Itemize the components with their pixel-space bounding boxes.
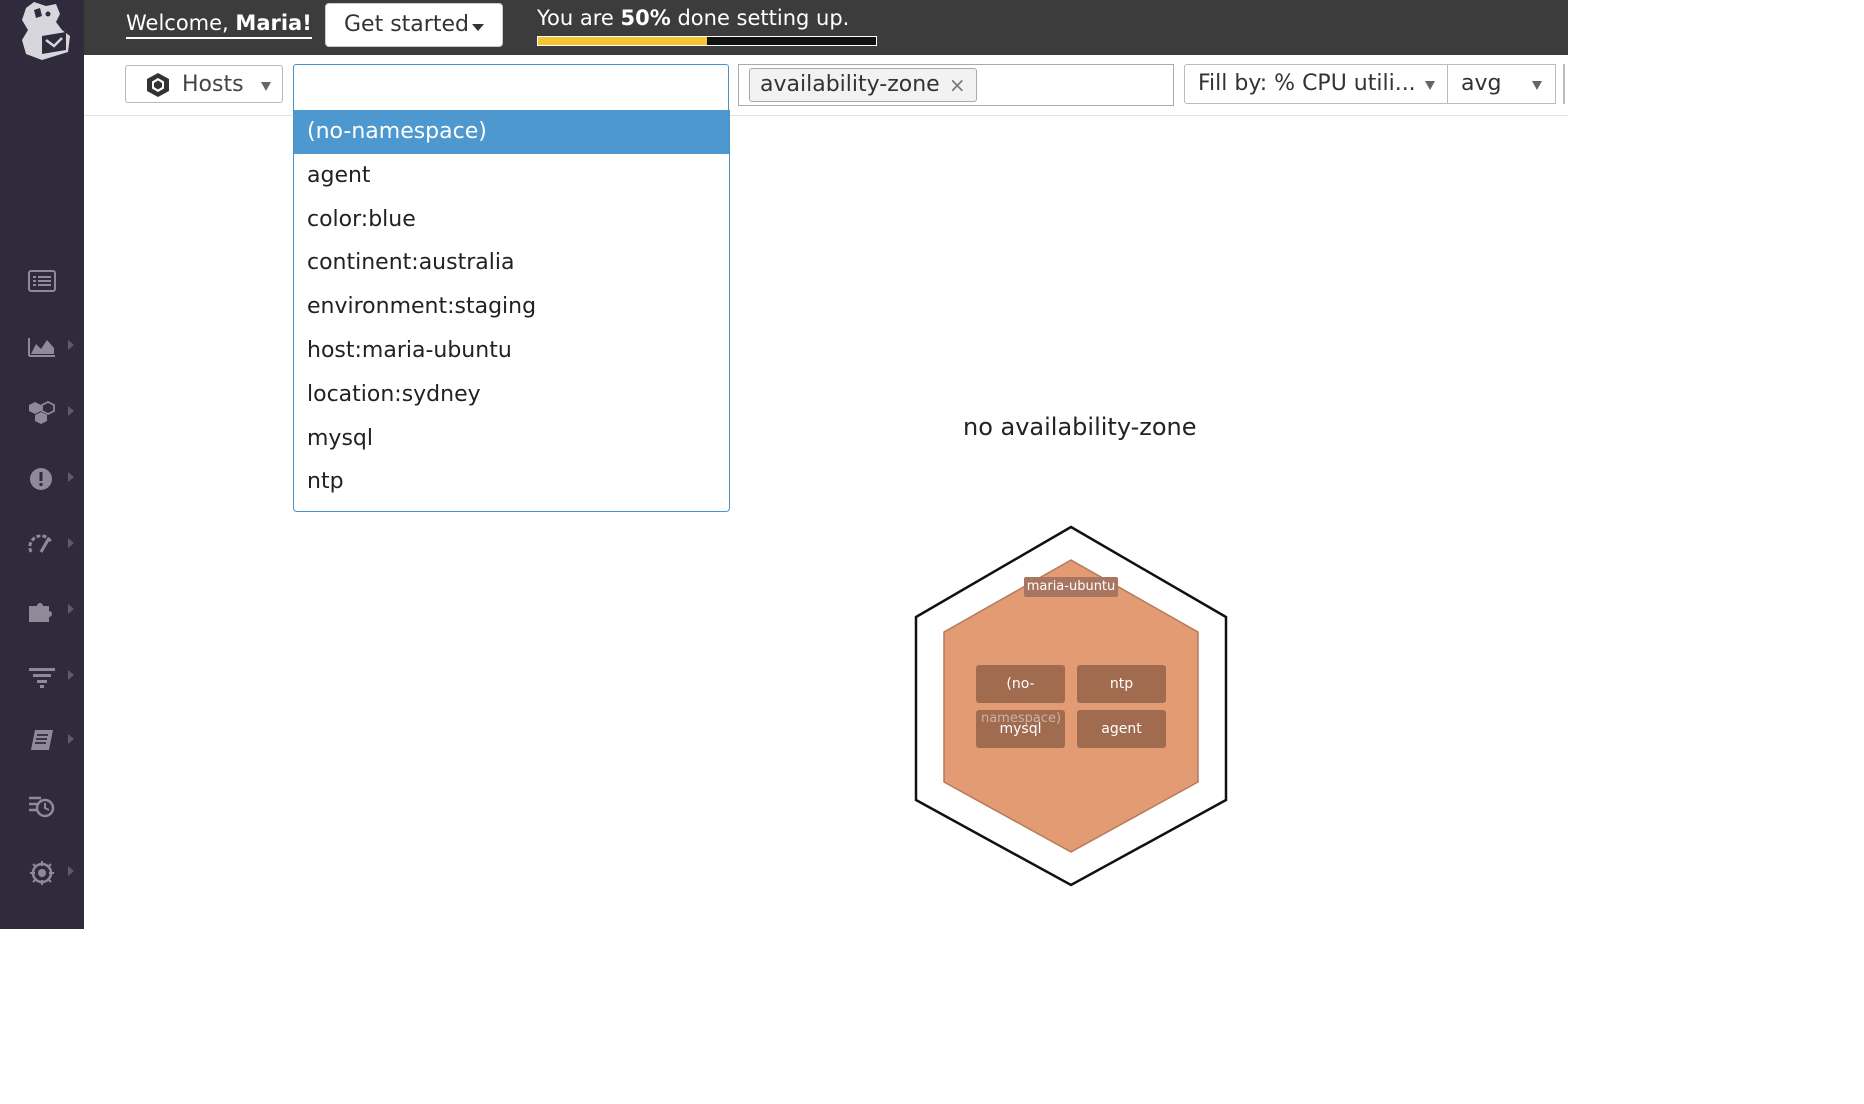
dropdown-option[interactable]: (no-namespace) — [294, 110, 729, 154]
hosts-type-select[interactable]: Hosts — [125, 65, 283, 103]
dropdown-option[interactable]: mysql — [307, 425, 373, 451]
chevron-right-icon — [68, 734, 74, 744]
app-pill[interactable]: mysql — [976, 710, 1065, 748]
fill-by-select[interactable]: Fill by: % CPU utili... — [1184, 64, 1448, 104]
dropdown-option[interactable]: color:blue — [307, 206, 416, 232]
nav-monitors[interactable] — [0, 458, 84, 498]
nav-synthetics[interactable] — [0, 786, 84, 826]
security-icon — [30, 861, 54, 885]
zone-group-hexagon — [914, 525, 1228, 887]
dropdown-option[interactable]: continent:australia — [307, 250, 515, 276]
setup-progress-bar — [537, 36, 877, 46]
nav-events[interactable] — [0, 260, 84, 300]
notebook-icon — [31, 730, 53, 750]
nav-dashboards[interactable] — [0, 326, 84, 366]
group-tag: availability-zone × — [749, 68, 977, 102]
user-name: Maria! — [235, 11, 312, 35]
sidebar — [0, 0, 84, 929]
nav-notebooks[interactable] — [0, 720, 84, 760]
chevron-right-icon — [68, 604, 74, 614]
apm-icon — [28, 534, 53, 553]
dropdown-arrow-icon — [261, 82, 271, 91]
fill-by-label: Fill by: % CPU utili... — [1198, 71, 1416, 96]
nav-security[interactable] — [0, 852, 84, 892]
top-bar: Welcome, Maria! Get started You are 50% … — [84, 0, 1568, 55]
setup-progress-text: You are 50% done setting up. — [537, 6, 849, 30]
progress-prefix: You are — [537, 6, 621, 30]
dropdown-option[interactable]: agent — [307, 162, 371, 188]
progress-percent: 50% — [620, 6, 671, 30]
group-tag-label: availability-zone — [760, 72, 940, 97]
welcome-link[interactable]: Welcome, Maria! — [126, 10, 312, 39]
namespace-overflow-text: namespace) — [980, 711, 1062, 726]
integrations-icon — [29, 603, 52, 622]
filter-input[interactable] — [293, 64, 729, 110]
zone-label: no availability-zone — [963, 413, 1197, 441]
dropdown-arrow-icon — [1425, 81, 1435, 90]
aggregation-select[interactable]: avg — [1448, 64, 1556, 104]
host-name-label: maria-ubuntu — [1024, 577, 1118, 597]
chevron-right-icon — [68, 538, 74, 548]
hexagon-icon — [147, 73, 169, 97]
chevron-right-icon — [68, 472, 74, 482]
app-pill[interactable]: (no- — [976, 665, 1065, 703]
chevron-right-icon — [68, 340, 74, 350]
infrastructure-icon — [29, 400, 55, 424]
aggregation-label: avg — [1461, 71, 1502, 96]
nav-integrations[interactable] — [0, 590, 84, 630]
chart-icon — [28, 338, 55, 357]
setup-progress-fill — [538, 37, 707, 45]
dropdown-option[interactable]: location:sydney — [307, 381, 481, 407]
welcome-prefix: Welcome, — [126, 11, 236, 35]
list-icon — [28, 270, 56, 292]
chevron-right-icon — [68, 866, 74, 876]
progress-suffix: done setting up. — [670, 6, 850, 30]
host-hexagon[interactable] — [943, 559, 1199, 853]
datadog-logo-icon[interactable] — [12, 0, 76, 64]
filter-suggestions-dropdown: (no-namespace) agent color:blue continent:a… — [293, 110, 730, 512]
nav-apm[interactable] — [0, 524, 84, 564]
get-started-label: Get started — [344, 12, 469, 37]
nav-logs[interactable] — [0, 656, 84, 696]
chevron-right-icon — [68, 670, 74, 680]
chevron-right-icon — [68, 406, 74, 416]
toolbar-overflow-control[interactable] — [1563, 64, 1575, 104]
nav-infrastructure[interactable] — [0, 392, 84, 432]
app-pill[interactable]: agent — [1077, 710, 1166, 748]
dropdown-option[interactable]: ntp — [307, 469, 344, 495]
synthetics-icon — [29, 796, 55, 818]
hosts-label: Hosts — [182, 72, 244, 97]
logs-icon — [29, 668, 55, 688]
dropdown-arrow-icon — [1532, 81, 1542, 90]
dropdown-option[interactable]: environment:staging — [307, 294, 537, 320]
alert-icon — [30, 468, 52, 490]
hostmap-toolbar: Hosts availability-zone × Fill by: % CPU… — [84, 55, 1568, 116]
dropdown-option[interactable]: host:maria-ubuntu — [307, 338, 512, 363]
app-pill[interactable]: ntp — [1077, 665, 1166, 703]
group-by-input[interactable]: availability-zone × — [738, 64, 1174, 106]
remove-tag-icon[interactable]: × — [948, 73, 966, 97]
caret-down-icon — [472, 24, 484, 31]
get-started-button[interactable]: Get started — [325, 3, 503, 47]
